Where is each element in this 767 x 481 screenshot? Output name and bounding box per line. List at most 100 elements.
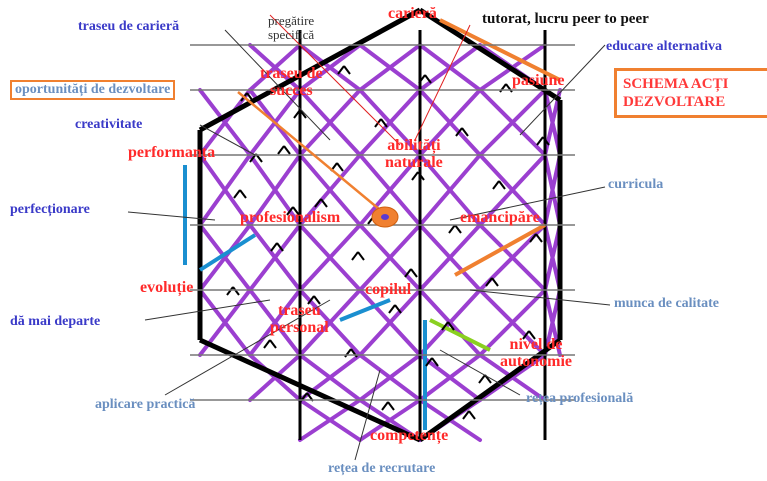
arrow-tick <box>499 83 507 93</box>
lattice-link <box>248 288 302 357</box>
node-traseu-personal-line1: traseu <box>278 302 321 319</box>
label-perfectionare: perfecționare <box>10 202 90 217</box>
arrow-tick <box>270 242 278 252</box>
hex-edge <box>198 337 422 443</box>
lattice-link <box>418 288 482 357</box>
hex-edge <box>418 337 562 443</box>
lattice-link <box>198 153 252 227</box>
lattice-link <box>298 153 362 227</box>
orange-edge <box>439 18 561 82</box>
lattice-link <box>418 88 482 157</box>
arrow-tick <box>344 348 352 358</box>
lattice-link <box>358 223 422 292</box>
node-nivel-autonomie: nivel de autonomie <box>500 336 572 371</box>
arrow-tick <box>448 224 456 234</box>
label-educare: educare alternativa <box>606 39 722 54</box>
arrow-tick <box>424 74 432 84</box>
lattice-link <box>478 288 547 357</box>
lattice-link <box>418 353 482 402</box>
arrow-tick <box>529 233 537 243</box>
arrow-tick <box>283 145 291 155</box>
lattice-link <box>358 288 422 357</box>
arrow-tick <box>417 171 425 181</box>
arrow-tick <box>441 321 449 331</box>
node-copilul: copilul <box>365 281 412 298</box>
arrow-tick <box>462 410 470 420</box>
arrow-tick <box>388 304 396 314</box>
arrow-tick <box>313 295 321 305</box>
node-performanta: performanța <box>128 144 216 161</box>
arrow-tick <box>498 180 506 190</box>
lattice-link <box>418 153 482 227</box>
node-abilitati-line2: naturale <box>385 153 443 171</box>
lattice-link <box>248 223 302 292</box>
arrow-tick <box>336 162 344 172</box>
node-abilitati-line1: abilități <box>387 137 441 154</box>
label-retea-recrutare: rețea de recrutare <box>328 461 436 476</box>
arrow-tick <box>380 118 388 128</box>
arrow-tick <box>351 251 359 261</box>
lattice-link <box>298 288 362 357</box>
lattice-link <box>358 398 422 442</box>
arrow-tick <box>286 206 294 216</box>
lattice-link <box>298 223 362 292</box>
node-profesionalism: profesionalism <box>240 209 341 226</box>
arrow-tick <box>394 304 402 314</box>
label-pregatire: pregătire specifică <box>268 14 314 41</box>
lattice-link <box>248 43 302 92</box>
hex-edge <box>418 7 562 103</box>
arrow-tick <box>410 268 418 278</box>
node-pasiune: pasiune <box>512 72 565 89</box>
arrow-tick <box>542 136 550 146</box>
label-munca: munca de calitate <box>614 296 719 311</box>
arrow-tick <box>232 286 240 296</box>
arrow-tick <box>418 74 426 84</box>
title-box: SCHEMA ACȚI DEZVOLTARE <box>614 68 767 118</box>
node-traseu-succes-line2: succes <box>270 81 313 99</box>
arrow-tick <box>485 277 493 287</box>
orange-dot-center <box>381 214 389 220</box>
lattice-link <box>198 223 252 292</box>
lattice-link <box>478 353 547 402</box>
arrow-tick <box>357 251 365 261</box>
arrow-tick <box>404 268 412 278</box>
arrow-tick <box>455 127 463 137</box>
arrow-tick <box>461 127 469 137</box>
arrow-tick <box>522 330 530 340</box>
node-cariera: carieră <box>388 5 437 22</box>
lattice-link <box>478 153 547 227</box>
node-nivel-line2: autonomie <box>500 352 572 370</box>
arrow-tick <box>425 357 433 367</box>
arrow-tick <box>381 401 389 411</box>
title-line2: DEZVOLTARE <box>623 94 726 110</box>
lattice-link <box>358 353 422 402</box>
orange-edge <box>454 223 546 277</box>
lattice-link <box>248 353 302 402</box>
arrow-tick <box>337 65 345 75</box>
node-traseu-succes-line1: traseu de <box>260 65 323 82</box>
lattice-link <box>298 88 362 157</box>
arrow-tick <box>299 109 307 119</box>
arrow-tick <box>528 330 536 340</box>
label-pregatire-line2: specifică <box>268 26 315 42</box>
arrow-tick <box>263 339 271 349</box>
lattice-link <box>358 88 422 157</box>
lattice-link <box>248 153 302 227</box>
arrow-tick <box>491 277 499 287</box>
node-traseu-succes: traseu de succes <box>260 65 323 100</box>
arrow-tick <box>343 65 351 75</box>
node-evolutie: evoluție <box>140 279 194 296</box>
label-aplicare: aplicare practică <box>95 397 196 412</box>
lattice-link <box>358 43 422 92</box>
arrow-tick <box>478 374 486 384</box>
label-pregatire-line1: pregătire <box>268 13 315 28</box>
arrow-tick <box>387 401 395 411</box>
node-nivel-line1: nivel de <box>509 336 563 353</box>
arrow-tick <box>320 198 328 208</box>
arrow-tick <box>492 180 500 190</box>
node-abilitati: abilități naturale <box>385 137 443 172</box>
arrow-tick <box>411 171 419 181</box>
arrow-tick <box>233 189 241 199</box>
arrow-tick <box>468 410 476 420</box>
